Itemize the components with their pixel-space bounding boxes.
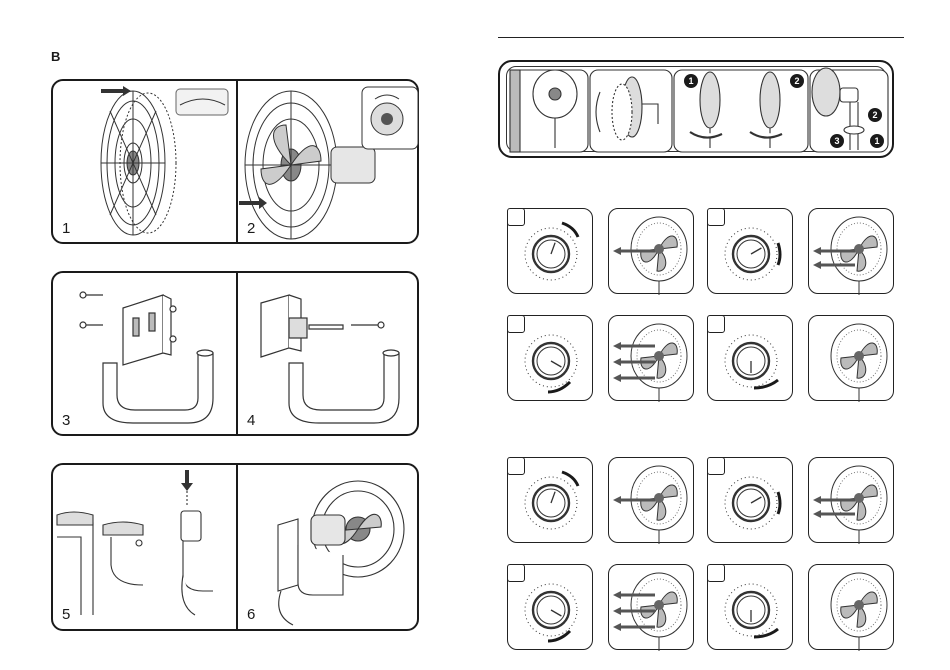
fan-airflow-tile bbox=[808, 315, 894, 401]
fan-airflow-tile bbox=[608, 564, 694, 650]
fan-airflow-icon bbox=[809, 458, 895, 544]
knob-setting-tile bbox=[707, 457, 793, 543]
badge-5: 3 bbox=[830, 134, 844, 148]
wall-bracket-illustration bbox=[53, 273, 421, 438]
fan-airflow-tile bbox=[608, 315, 694, 401]
fan-airflow-tile bbox=[808, 457, 894, 543]
knob-setting-tile bbox=[507, 315, 593, 401]
speed-knob-icon bbox=[708, 209, 794, 295]
fan-airflow-icon bbox=[609, 565, 695, 651]
badge-4: 2 bbox=[868, 108, 882, 122]
knob-setting-tile bbox=[707, 315, 793, 401]
adjustment-strip: 1 2 1 2 3 bbox=[498, 60, 894, 158]
fan-airflow-icon bbox=[809, 565, 895, 651]
badge-1: 1 bbox=[684, 74, 698, 88]
fan-airflow-icon bbox=[809, 209, 895, 295]
speed-knob-icon bbox=[508, 316, 594, 402]
header-rule bbox=[498, 37, 904, 38]
section-letter: B bbox=[51, 49, 60, 64]
knob-setting-tile bbox=[707, 208, 793, 294]
badge-3: 1 bbox=[870, 134, 884, 148]
knob-setting-tile bbox=[507, 208, 593, 294]
fan-airflow-tile bbox=[808, 208, 894, 294]
speed-knob-icon bbox=[708, 316, 794, 402]
fan-airflow-icon bbox=[609, 316, 695, 402]
knob-setting-tile bbox=[707, 564, 793, 650]
fan-airflow-icon bbox=[809, 316, 895, 402]
badge-2: 2 bbox=[790, 74, 804, 88]
fan-airflow-tile bbox=[608, 208, 694, 294]
fan-airflow-icon bbox=[609, 209, 695, 295]
speed-knob-icon bbox=[508, 458, 594, 544]
motor-mounting-illustration bbox=[53, 465, 421, 633]
fan-grille-front-illustration bbox=[53, 81, 421, 246]
speed-knob-icon bbox=[508, 565, 594, 651]
knob-setting-tile bbox=[507, 564, 593, 650]
speed-knob-icon bbox=[708, 458, 794, 544]
fan-airflow-tile bbox=[808, 564, 894, 650]
fan-airflow-tile bbox=[608, 457, 694, 543]
panel-row-3: 5 6 bbox=[51, 463, 419, 631]
speed-knob-icon bbox=[508, 209, 594, 295]
panel-row-2: 3 4 bbox=[51, 271, 419, 436]
fan-airflow-icon bbox=[609, 458, 695, 544]
panel-row-1: 1 2 bbox=[51, 79, 419, 244]
knob-setting-tile bbox=[507, 457, 593, 543]
speed-knob-icon bbox=[708, 565, 794, 651]
